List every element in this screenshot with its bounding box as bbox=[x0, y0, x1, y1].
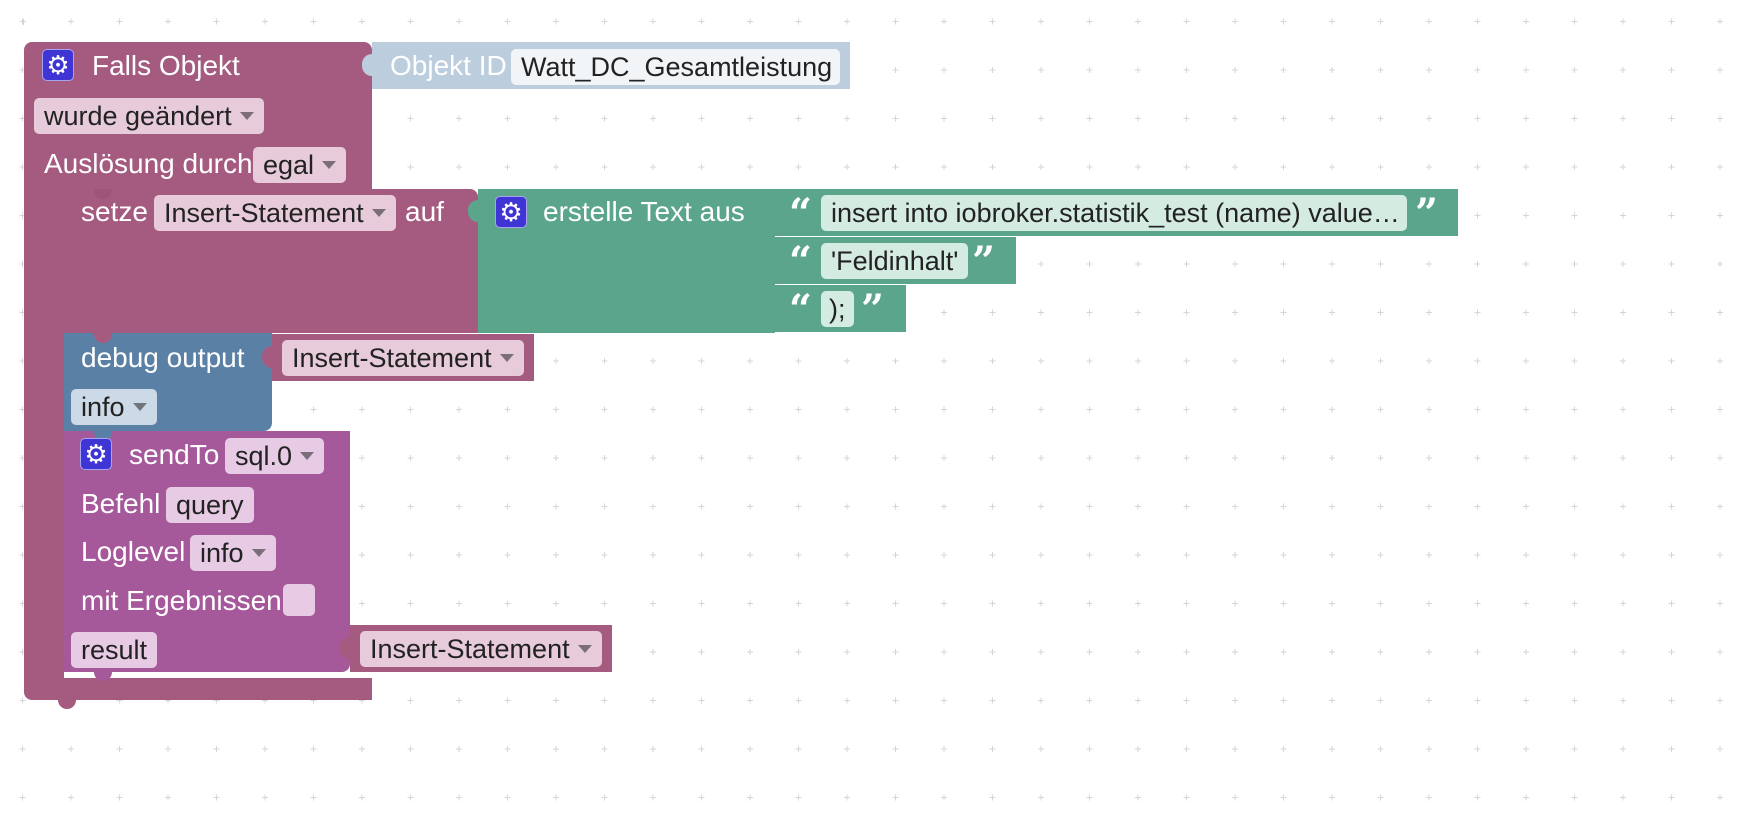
text-item-block[interactable]: “ 'Feldinhalt' ” bbox=[765, 237, 1016, 285]
result-label: result bbox=[71, 632, 158, 668]
command-input[interactable]: query bbox=[166, 487, 254, 523]
object-id-input[interactable]: Watt_DC_Gesamtleistung bbox=[511, 49, 840, 85]
text-item-input[interactable]: ); bbox=[821, 291, 854, 327]
event-title: Falls Objekt bbox=[92, 50, 240, 81]
set-label: setze bbox=[81, 196, 148, 227]
text-item-block[interactable]: “ ); ” bbox=[765, 285, 906, 333]
open-quote: “ bbox=[789, 286, 813, 333]
trigger-dropdown[interactable]: egal bbox=[253, 147, 347, 183]
text-item-input[interactable]: 'Feldinhalt' bbox=[821, 243, 969, 279]
set-variable-dropdown[interactable]: Insert-Statement bbox=[154, 195, 396, 231]
debug-label: debug output bbox=[81, 342, 245, 373]
close-quote: ” bbox=[1415, 190, 1439, 237]
set-to-label: auf bbox=[405, 196, 444, 227]
text-join-title: erstelle Text aus bbox=[543, 196, 745, 227]
loglevel-label: Loglevel bbox=[81, 536, 186, 567]
close-quote: ” bbox=[861, 286, 885, 333]
debug-level-dropdown[interactable]: info bbox=[71, 389, 157, 425]
sendto-label: sendTo bbox=[129, 439, 220, 470]
results-checkbox[interactable] bbox=[283, 584, 315, 616]
results-label: mit Ergebnissen bbox=[81, 585, 282, 616]
result-variable-dropdown[interactable]: Insert-Statement bbox=[360, 631, 602, 667]
text-item-block[interactable]: “ insert into iobroker.statistik_test (n… bbox=[765, 189, 1458, 237]
open-quote: “ bbox=[789, 190, 813, 237]
result-variable-block[interactable]: Insert-Statement bbox=[340, 625, 612, 672]
object-id-label: Objekt ID bbox=[390, 50, 507, 81]
sendto-gear-icon[interactable]: ⚙ bbox=[80, 438, 112, 470]
trigger-label: Auslösung durch bbox=[44, 148, 253, 179]
condition-dropdown[interactable]: wurde geändert bbox=[34, 98, 264, 134]
open-quote: “ bbox=[789, 238, 813, 285]
debug-variable-dropdown[interactable]: Insert-Statement bbox=[282, 340, 524, 376]
close-quote: ” bbox=[972, 238, 996, 285]
debug-variable-block[interactable]: Insert-Statement bbox=[262, 334, 534, 381]
text-item-input[interactable]: insert into iobroker.statistik_test (nam… bbox=[821, 195, 1407, 231]
sendto-instance-dropdown[interactable]: sql.0 bbox=[225, 438, 325, 474]
command-label: Befehl bbox=[81, 488, 161, 519]
loglevel-dropdown[interactable]: info bbox=[190, 535, 276, 571]
event-gear-icon[interactable]: ⚙ bbox=[42, 49, 74, 81]
text-join-gear-icon[interactable]: ⚙ bbox=[495, 196, 527, 228]
